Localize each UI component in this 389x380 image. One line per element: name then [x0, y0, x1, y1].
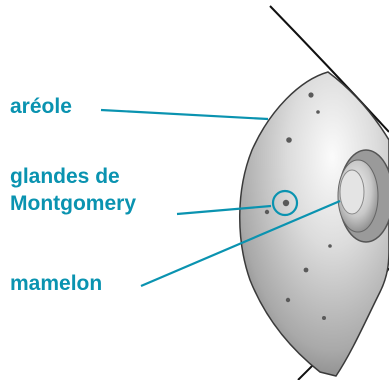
montgomery-glands-label: glandes de Montgomery	[10, 163, 136, 217]
areola-label: aréole	[10, 93, 72, 120]
montgomery-label-line-1: glandes de	[10, 163, 136, 190]
areole-leader-line	[101, 110, 268, 119]
montgomery-label-line-2: Montgomery	[10, 190, 136, 217]
nipple-label: mamelon	[10, 270, 102, 297]
